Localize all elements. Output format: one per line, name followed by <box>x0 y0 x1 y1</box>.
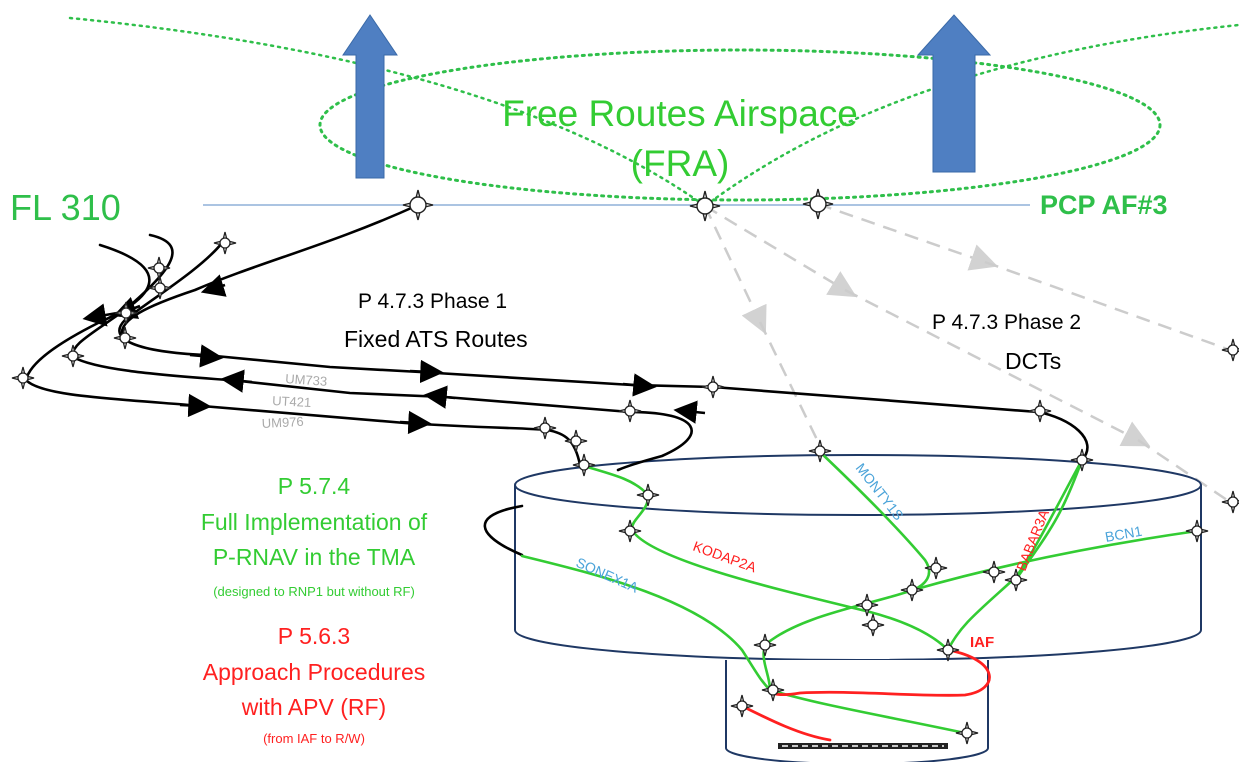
flight-level-label: FL 310 <box>10 187 121 228</box>
up-arrow-icon <box>342 14 398 179</box>
iaf-label: IAF <box>970 634 994 651</box>
tma-cylinder <box>514 454 1202 661</box>
waypoint-icon <box>1221 338 1239 362</box>
tma-note: (designed to RNP1 but without RF) <box>213 584 415 599</box>
tma-ref: P 5.7.4 <box>278 473 351 499</box>
phase2-ref: P 4.7.3 Phase 2 <box>932 311 1081 334</box>
waypoint-icon <box>402 189 434 221</box>
waypoint-icon <box>802 188 834 220</box>
app-line2: with APV (RF) <box>241 694 386 720</box>
up-arrow-icon <box>916 14 992 173</box>
waypoint-icon <box>701 375 725 399</box>
sid-label-bcn: BCN1 <box>1104 523 1144 545</box>
approach-red-routes <box>740 648 991 742</box>
dct-dashed-lines <box>703 202 1231 504</box>
route-label-um733: UM733 <box>285 371 328 389</box>
waypoint-icon <box>213 231 237 255</box>
fra-subtitle: (FRA) <box>631 143 730 184</box>
waypoint-icon <box>1028 399 1052 423</box>
fra-boundary-ellipse <box>318 48 1162 202</box>
tma-green-routes <box>520 450 1199 735</box>
waypoint-icon <box>147 256 171 280</box>
app-line1: Approach Procedures <box>203 659 425 685</box>
waypoint-icon <box>1221 490 1239 514</box>
route-label-um976: UM976 <box>261 414 304 431</box>
waypoint-icon <box>533 416 557 440</box>
fra-dotted-line-left <box>68 16 707 208</box>
waypoint-icon <box>148 276 172 300</box>
pcp-label: PCP AF#3 <box>1040 190 1168 220</box>
waypoint-icon <box>564 429 588 453</box>
tma-line2: P-RNAV in the TMA <box>213 544 416 570</box>
fra-title: Free Routes Airspace <box>502 93 858 134</box>
phase1-ref: P 4.7.3 Phase 1 <box>358 290 507 313</box>
waypoint-icon <box>61 344 85 368</box>
waypoint-icon <box>113 326 137 350</box>
waypoint-icon <box>114 301 138 325</box>
app-ref: P 5.6.3 <box>278 623 350 649</box>
route-arrow-heads <box>82 274 706 435</box>
phase2-title: DCTs <box>1005 348 1061 374</box>
waypoint-icon <box>618 399 642 423</box>
tma-line1: Full Implementation of <box>201 509 428 535</box>
waypoint-icon <box>689 190 721 222</box>
phase1-title: Fixed ATS Routes <box>344 326 528 352</box>
app-note: (from IAF to R/W) <box>263 731 365 746</box>
route-label-ut421: UT421 <box>272 393 312 410</box>
